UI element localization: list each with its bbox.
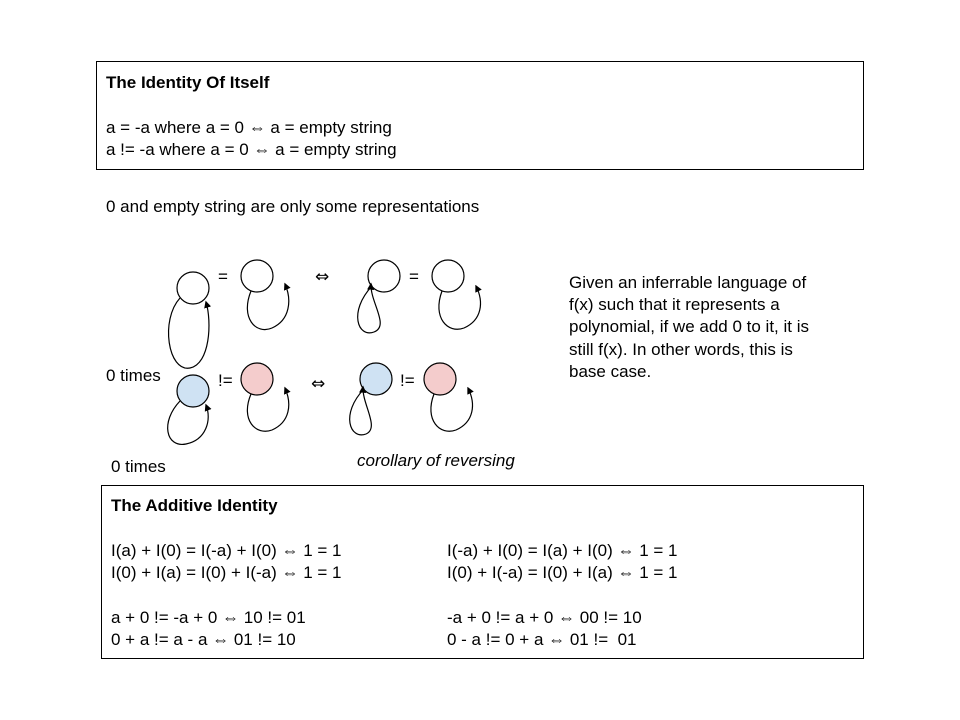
additive-right-line-2: I(0) + I(-a) = I(0) + I(a) ⇔ 1 = 1 — [447, 563, 678, 582]
iff-symbol-bottom: ⇔ — [311, 374, 325, 394]
additive-right-line-4: 0 - a != 0 + a ⇔ 01 != 01 — [447, 630, 637, 649]
self-loop-top-4 — [438, 284, 482, 330]
self-loop-bottom-4 — [430, 386, 474, 432]
additive-box — [101, 485, 864, 659]
equals-symbol-top-left: = — [218, 267, 228, 286]
additive-right-line-1: I(-a) + I(0) = I(a) + I(0) ⇔ 1 = 1 — [447, 541, 678, 560]
side-note-line-1: Given an inferrable language of — [569, 273, 807, 292]
not-equals-symbol-bottom-right: != — [400, 371, 415, 390]
side-note-line-2: f(x) such that it represents a — [569, 295, 780, 314]
state-circle-bottom-2 — [240, 362, 274, 396]
self-loop-top-3 — [357, 282, 381, 334]
self-loop-top-1 — [168, 297, 212, 369]
state-circle-top-1 — [176, 271, 210, 305]
state-circle-top-4 — [431, 259, 465, 293]
identity-box — [96, 61, 864, 170]
state-circle-top-2 — [240, 259, 274, 293]
state-circle-bottom-3 — [359, 362, 393, 396]
corollary-caption: corollary of reversing — [357, 451, 515, 470]
equals-symbol-top-right: = — [409, 267, 419, 286]
self-loop-bottom-3 — [349, 385, 372, 436]
additive-left-line-4: 0 + a != a - a ⇔ 01 != 10 — [111, 630, 296, 649]
self-loop-bottom-1 — [167, 400, 212, 445]
side-note-line-4: still f(x). In other words, this is — [569, 340, 793, 359]
state-circle-bottom-1 — [176, 374, 210, 408]
identity-title: The Identity Of Itself — [106, 73, 270, 92]
additive-left-line-2: I(0) + I(a) = I(0) + I(-a) ⇔ 1 = 1 — [111, 563, 342, 582]
side-note-line-3: polynomial, if we add 0 to it, it is — [569, 317, 810, 336]
state-circle-top-3 — [367, 259, 401, 293]
additive-right-line-3: -a + 0 != a + 0 ⇔ 00 != 10 — [447, 608, 642, 627]
self-loop-bottom-2 — [246, 386, 291, 432]
state-circle-bottom-4 — [423, 362, 457, 396]
additive-left-line-3: a + 0 != -a + 0 ⇔ 10 != 01 — [111, 608, 306, 627]
side-note-line-5: base case. — [569, 362, 652, 381]
zero-times-label-1: 0 times — [106, 366, 161, 385]
iff-symbol-top: ⇔ — [315, 267, 329, 287]
identity-line-1: a = -a where a = 0 ⇔ a = empty string — [106, 118, 392, 137]
identity-line-2: a != -a where a = 0 ⇔ a = empty string — [106, 140, 397, 159]
additive-title: The Additive Identity — [111, 496, 278, 515]
representations-note: 0 and empty string are only some represe… — [106, 197, 480, 216]
not-equals-symbol-bottom-left: != — [218, 371, 233, 390]
self-loop-top-2 — [246, 282, 291, 331]
zero-times-label-2: 0 times — [111, 457, 166, 476]
additive-left-line-1: I(a) + I(0) = I(-a) + I(0) ⇔ 1 = 1 — [111, 541, 342, 560]
